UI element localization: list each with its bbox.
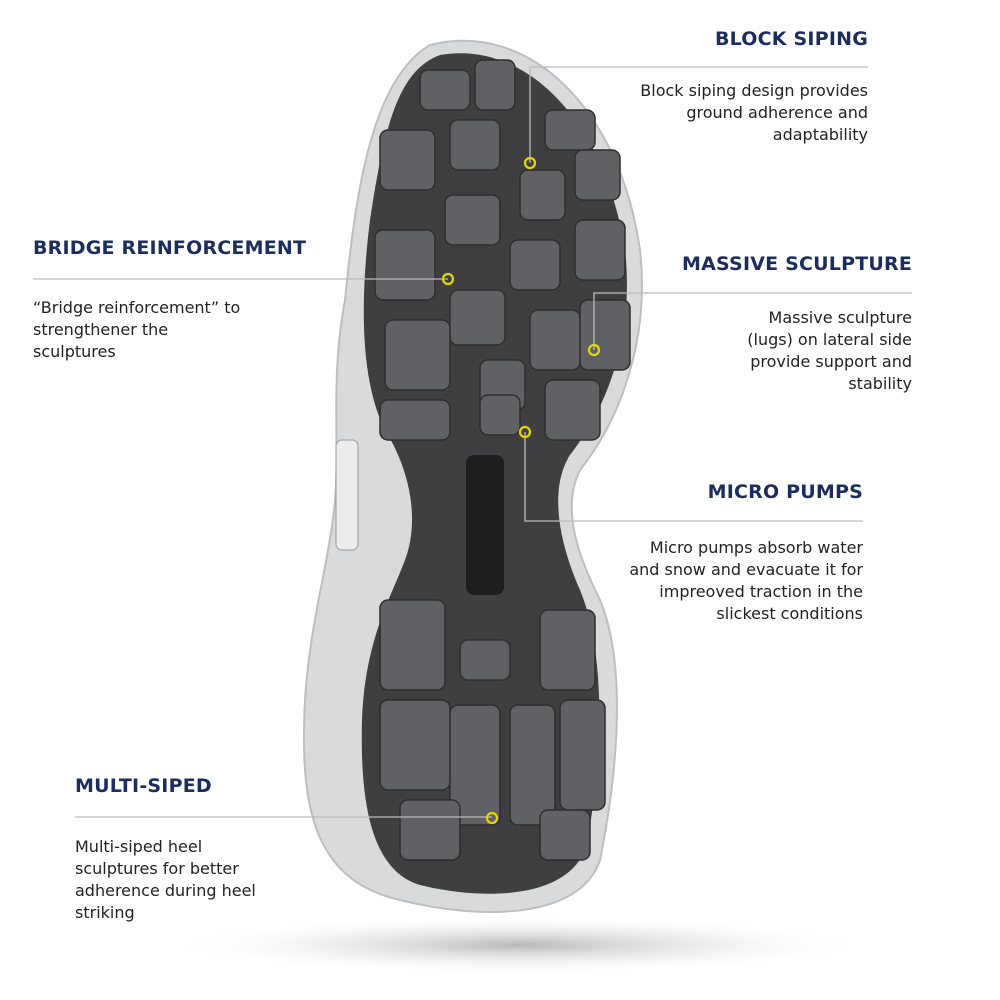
tread-lug — [384, 319, 451, 391]
tread-lug — [539, 809, 591, 861]
tread-lug — [379, 699, 451, 791]
block-siping-text: Block siping design provides ground adhe… — [640, 81, 868, 144]
tread-lug — [474, 59, 516, 111]
leader-lines — [33, 66, 912, 818]
tread-lug — [509, 239, 561, 291]
drop-shadow — [160, 915, 880, 975]
tread-lug — [449, 289, 506, 346]
multi-siped-title: MULTI-SIPED — [75, 775, 212, 797]
tread-lug — [509, 704, 556, 826]
block-siping-title: BLOCK SIPING — [715, 28, 868, 50]
micro-pumps-text: Micro pumps absorb water and snow and ev… — [629, 538, 863, 623]
tread-lug — [574, 149, 621, 201]
tread-lug — [399, 799, 461, 861]
logo-plate — [466, 455, 504, 595]
tread-lug — [574, 219, 626, 281]
tread-lug — [539, 609, 596, 691]
multi-siped-text: Multi-siped heel sculptures for better a… — [75, 837, 256, 922]
tread-lug — [379, 599, 446, 691]
bridge-reinforcement-title: BRIDGE REINFORCEMENT — [33, 237, 307, 259]
marker-block-siping — [523, 156, 537, 170]
marker-massive-sculpture — [587, 343, 601, 357]
massive-sculpture-text: Massive sculpture (lugs) on lateral side… — [747, 308, 912, 393]
marker-bridge-reinforcement — [441, 272, 455, 286]
tread-lug — [529, 309, 581, 371]
tread-lug — [444, 194, 501, 246]
tread-lug — [544, 109, 596, 151]
tread-lug — [379, 399, 451, 441]
tread-lug — [374, 229, 436, 301]
tread-lug — [579, 299, 631, 371]
tread-lug — [559, 699, 606, 811]
tread-lug — [449, 119, 501, 171]
tread-lug — [459, 639, 511, 681]
tread-lug — [519, 169, 566, 221]
massive-sculpture-title: MASSIVE SCULPTURE — [682, 253, 912, 275]
side-logo-plate — [335, 439, 359, 551]
tread-lug — [449, 704, 501, 826]
tread-lug — [379, 129, 436, 191]
micro-pumps-title: MICRO PUMPS — [707, 481, 863, 503]
marker-multi-siped — [485, 811, 499, 825]
tread-lug — [419, 69, 471, 111]
marker-micro-pumps — [518, 425, 532, 439]
tread-lug — [479, 394, 521, 436]
tread-lug — [544, 379, 601, 441]
bridge-reinforcement-text: “Bridge reinforcement” to strengthener t… — [33, 298, 241, 361]
